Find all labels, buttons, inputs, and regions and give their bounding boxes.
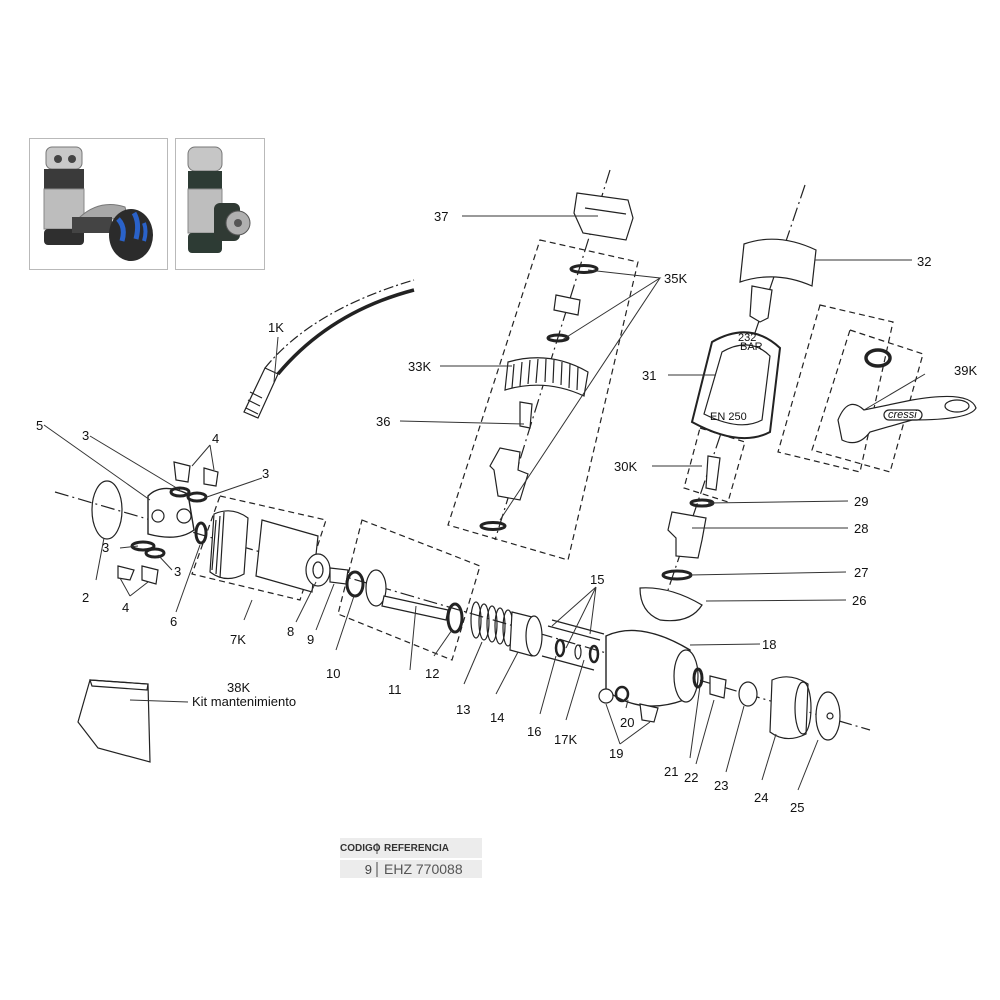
callout-4-top: 4 xyxy=(212,431,219,446)
callout-13: 13 xyxy=(456,702,470,717)
callout-17k: 17K xyxy=(554,732,577,747)
reference-table: CODIGO REFERENCIA 9 EHZ 770088 xyxy=(340,838,482,878)
part-37-nut xyxy=(573,192,634,241)
callout-21: 21 xyxy=(664,764,678,779)
part-22 xyxy=(709,675,727,699)
hose-1k xyxy=(276,288,415,376)
o-ring-39k xyxy=(864,348,892,368)
header-referencia: REFERENCIA xyxy=(384,842,450,854)
part-23 xyxy=(738,681,758,707)
kit-38k-bag xyxy=(77,679,151,763)
o-ring-10 xyxy=(345,570,365,598)
part-25-cover xyxy=(815,691,841,741)
callout-19: 19 xyxy=(609,746,623,761)
gauge-unit-text: BAR xyxy=(740,341,763,353)
callout-10: 10 xyxy=(326,666,340,681)
callout-1k: 1K xyxy=(268,320,284,335)
brand-logo-text: cressi xyxy=(888,409,917,421)
kit-30k-box xyxy=(683,427,746,503)
callout-32: 32 xyxy=(917,254,931,269)
part-5-body xyxy=(147,487,195,538)
callout-11: 11 xyxy=(388,682,402,697)
callout-3-left: 3 xyxy=(102,540,109,555)
part-35k-seat xyxy=(553,294,581,316)
callout-6: 6 xyxy=(170,614,177,629)
part-24-cap xyxy=(769,676,809,740)
kit-35k-box xyxy=(447,239,639,561)
callout-4-bottom: 4 xyxy=(122,600,129,615)
main-axis-line xyxy=(54,491,871,731)
callout-5: 5 xyxy=(36,418,43,433)
reference-table-row: 9 EHZ 770088 xyxy=(340,860,482,878)
part-18-body xyxy=(605,629,699,707)
header-codigo: CODIGO xyxy=(340,842,381,854)
part-13-spring xyxy=(470,601,514,647)
callout-12: 12 xyxy=(425,666,439,681)
kit-7k-box xyxy=(191,495,327,601)
callout-27: 27 xyxy=(854,565,868,580)
part-26-cap xyxy=(639,587,703,622)
product-photo-1 xyxy=(29,138,168,270)
callout-15: 15 xyxy=(590,572,604,587)
callout-3-top: 3 xyxy=(82,428,89,443)
product-photo-2 xyxy=(175,138,265,270)
regulator-photo-blue xyxy=(43,146,153,261)
callout-31: 31 xyxy=(642,368,656,383)
callout-28: 28 xyxy=(854,521,868,536)
o-ring-35k-top xyxy=(569,264,599,274)
kit-label: Kit mantenimiento xyxy=(192,694,296,709)
part-33k-stem xyxy=(489,447,529,501)
callout-35k: 35K xyxy=(664,271,687,286)
callout-3-bottom: 3 xyxy=(174,564,181,579)
o-ring-6 xyxy=(194,521,208,545)
callout-7k: 7K xyxy=(230,632,246,647)
callout-39k: 39K xyxy=(954,363,977,378)
callout-9: 9 xyxy=(307,632,314,647)
gauge-standard-text: EN 250 xyxy=(710,411,747,423)
callout-24: 24 xyxy=(754,790,768,805)
part-36-pin xyxy=(519,401,533,429)
kit-39k-box xyxy=(777,304,894,473)
callout-30k: 30K xyxy=(614,459,637,474)
callout-3-right: 3 xyxy=(262,466,269,481)
callout-25: 25 xyxy=(790,800,804,815)
part-32-knob xyxy=(739,238,817,287)
part-33k-gear xyxy=(504,357,589,397)
reference-table-header: CODIGO REFERENCIA xyxy=(340,838,482,858)
callout-22: 22 xyxy=(684,770,698,785)
part-11-stem xyxy=(381,595,449,621)
callout-20: 20 xyxy=(620,715,634,730)
callout-8: 8 xyxy=(287,624,294,639)
callout-38k: 38K xyxy=(227,680,250,695)
callout-26: 26 xyxy=(852,593,866,608)
callout-29: 29 xyxy=(854,494,868,509)
callout-2: 2 xyxy=(82,590,89,605)
callout-14: 14 xyxy=(490,710,504,725)
regulator-photo-dark xyxy=(187,146,251,253)
part-7k-cylinder xyxy=(255,519,319,593)
callout-36: 36 xyxy=(376,414,390,429)
cell-referencia: EHZ 770088 xyxy=(384,861,463,877)
kit-11-box xyxy=(337,519,481,661)
gauge-pressure-text: 232 xyxy=(738,332,756,344)
callout-33k: 33K xyxy=(408,359,431,374)
part-2-ring xyxy=(91,480,123,540)
callout-16: 16 xyxy=(527,724,541,739)
callout-37: 37 xyxy=(434,209,448,224)
cell-codigo: 9 xyxy=(340,861,378,877)
part-28-adapter xyxy=(667,511,707,559)
callout-18: 18 xyxy=(762,637,776,652)
callout-23: 23 xyxy=(714,778,728,793)
